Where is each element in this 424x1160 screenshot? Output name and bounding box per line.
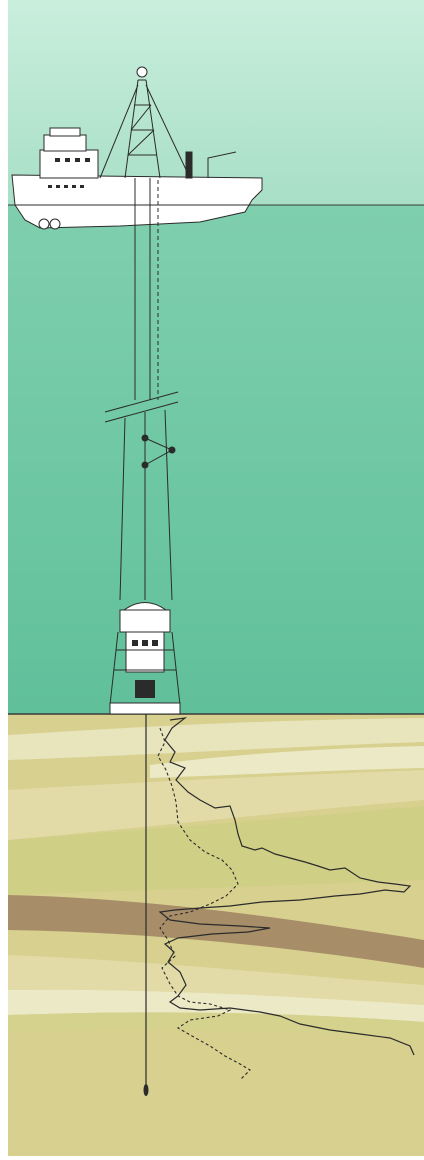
ship-propeller-2 — [50, 219, 60, 229]
derrick-crown-block — [137, 67, 147, 77]
ship-propeller-1 — [39, 219, 49, 229]
sheave-right — [169, 447, 175, 453]
sheave-upper — [142, 435, 148, 441]
rig-mid-module — [126, 632, 164, 672]
rig-top-module — [120, 610, 170, 632]
ship-top-deck — [50, 128, 80, 136]
sheave-lower — [142, 462, 148, 468]
ship-upper-deck — [44, 135, 86, 151]
ship-stack — [186, 152, 192, 178]
ship-bridge — [40, 150, 98, 178]
rig-base — [110, 703, 180, 714]
drill-bit — [144, 1084, 149, 1096]
sediment-layers — [8, 714, 424, 1156]
sea — [8, 205, 424, 715]
